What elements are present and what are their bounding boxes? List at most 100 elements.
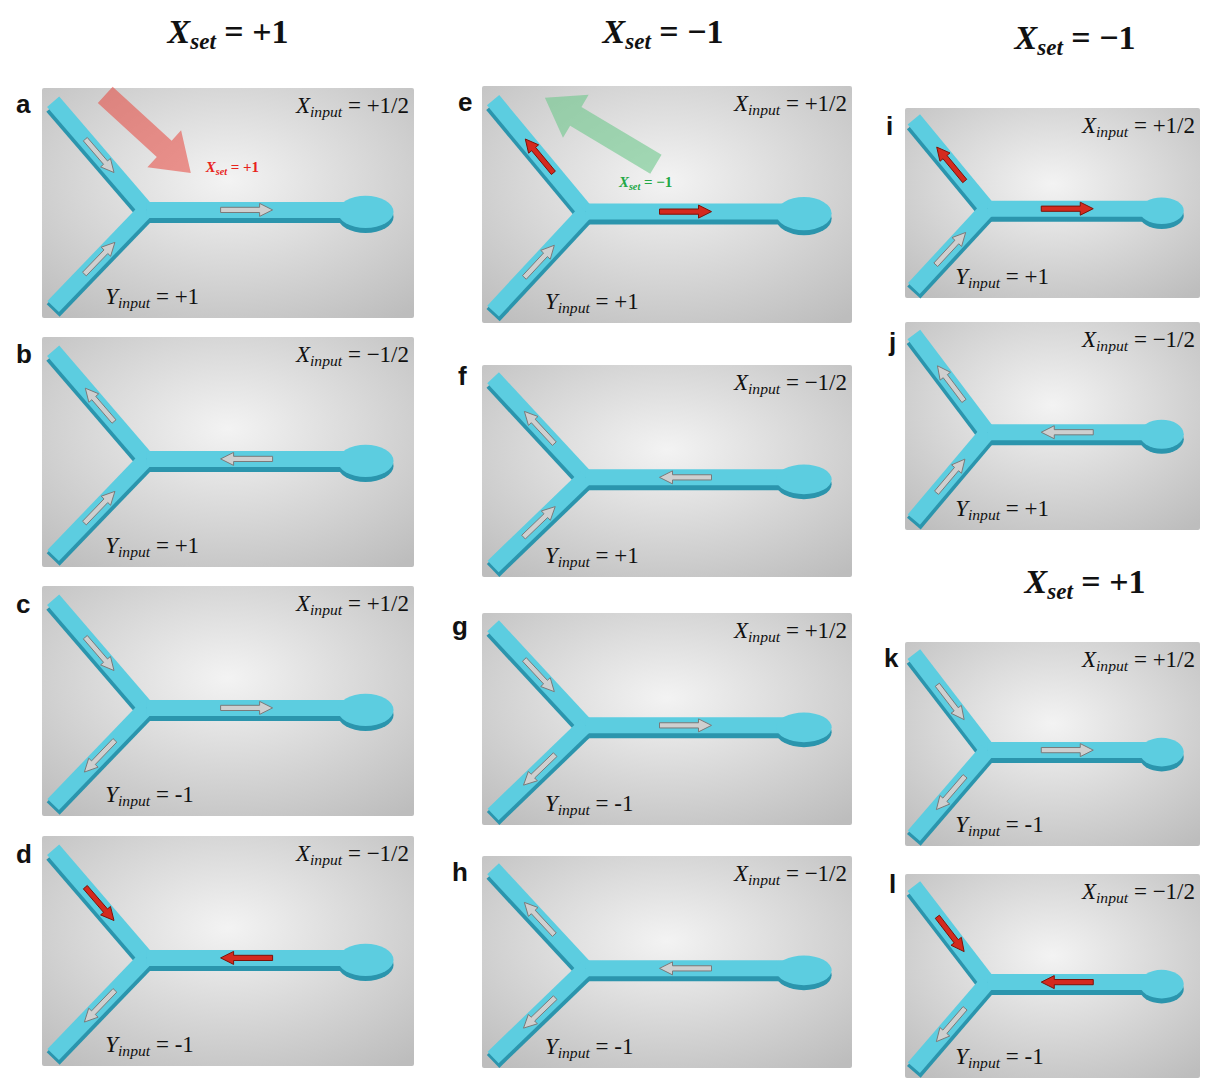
panel-letter: c xyxy=(16,590,30,620)
red-moment-arrow xyxy=(525,139,555,175)
variable-value: = -1 xyxy=(590,791,634,816)
input-label: Yinput = +1 xyxy=(105,533,199,561)
disk-top xyxy=(338,445,394,477)
disk-top xyxy=(338,196,394,228)
disk-top xyxy=(776,713,832,743)
variable-value: = +1/2 xyxy=(342,93,409,118)
nanowire xyxy=(914,119,1184,292)
wire-top xyxy=(493,869,585,969)
disk-top xyxy=(776,465,832,495)
junction-panel xyxy=(42,836,414,1066)
panel-background xyxy=(42,88,414,318)
wire-top xyxy=(586,469,786,485)
grey-moment-arrow xyxy=(1041,744,1093,757)
disk-top xyxy=(338,944,394,976)
grey-moment-arrow xyxy=(524,411,556,445)
input-label: Yinput = +1 xyxy=(955,496,1049,524)
panel-letter: k xyxy=(884,644,898,674)
variable-value: = -1 xyxy=(150,1032,194,1057)
variable-subscript: set xyxy=(190,28,216,54)
variable-subscript: input xyxy=(748,380,780,397)
junction-panel xyxy=(42,87,414,318)
input-label: Xinput = +1/2 xyxy=(1082,113,1195,141)
wire-top xyxy=(53,600,146,708)
input-label: Yinput = +1 xyxy=(545,289,639,317)
red-moment-arrow xyxy=(935,915,964,951)
variable-letter: X xyxy=(296,342,310,367)
grey-moment-arrow xyxy=(522,658,554,692)
grey-moment-arrow xyxy=(83,491,115,525)
input-label: Xinput = −1/2 xyxy=(296,342,409,370)
junction-panel xyxy=(905,108,1200,298)
grey-moment-arrow xyxy=(221,701,273,714)
variable-letter: X xyxy=(206,159,216,175)
wire-top xyxy=(586,717,786,733)
variable-value: = -1 xyxy=(590,1034,634,1059)
column-header: Xset = −1 xyxy=(1014,18,1135,61)
red-moment-arrow xyxy=(83,885,114,920)
variable-value: = −1/2 xyxy=(342,841,409,866)
panel-background xyxy=(905,322,1200,530)
variable-value: = +1 xyxy=(150,284,199,309)
variable-letter: X xyxy=(296,591,310,616)
variable-subscript: set xyxy=(216,166,227,177)
grey-moment-arrow xyxy=(524,996,558,1028)
variable-letter: Y xyxy=(105,1032,118,1057)
wire-top xyxy=(988,974,1147,990)
disk-top xyxy=(776,197,832,230)
wire-top xyxy=(146,700,347,716)
red-moment-arrow xyxy=(660,205,712,218)
wire-top xyxy=(914,119,988,208)
variable-letter: Y xyxy=(105,533,118,558)
nanowire xyxy=(914,334,1184,523)
wire-top xyxy=(914,654,988,750)
input-label: Xinput = +1/2 xyxy=(1082,647,1195,675)
variable-subscript: input xyxy=(118,543,150,560)
variable-letter: Y xyxy=(955,812,968,837)
variable-letter: X xyxy=(1082,113,1096,138)
wire-top xyxy=(146,202,347,218)
variable-subscript: input xyxy=(1096,889,1128,906)
variable-value: = +1 xyxy=(590,289,639,314)
grey-moment-arrow xyxy=(84,739,116,773)
wire-top xyxy=(493,968,585,1057)
variable-letter: X xyxy=(1082,647,1096,672)
wire-top xyxy=(493,725,585,814)
variable-value: = -1 xyxy=(1000,1044,1044,1069)
panel-letter: b xyxy=(16,340,32,370)
variable-value: = +1 xyxy=(150,533,199,558)
variable-subscript: set xyxy=(1037,34,1063,60)
panel-background xyxy=(42,586,414,816)
variable-value: = +1/2 xyxy=(1128,647,1195,672)
variable-letter: X xyxy=(734,370,748,395)
grey-moment-arrow xyxy=(522,507,556,539)
variable-value: = −1 xyxy=(1063,19,1136,56)
variable-subscript: input xyxy=(118,294,150,311)
input-label: Xinput = +1/2 xyxy=(296,591,409,619)
wire-top xyxy=(988,201,1147,217)
variable-letter: Y xyxy=(955,264,968,289)
grey-moment-arrow xyxy=(660,962,712,975)
wire-top xyxy=(53,351,146,459)
input-label: Xinput = +1/2 xyxy=(734,91,847,119)
variable-value: = +1 xyxy=(590,543,639,568)
grey-moment-arrow xyxy=(83,635,114,670)
input-label: Xinput = −1/2 xyxy=(1082,327,1195,355)
grey-moment-arrow xyxy=(524,902,556,936)
variable-letter: X xyxy=(619,174,629,190)
red-moment-arrow xyxy=(221,951,273,964)
variable-subscript: input xyxy=(118,1042,150,1059)
input-label: Xinput = +1/2 xyxy=(296,93,409,121)
variable-letter: X xyxy=(602,13,625,50)
input-label: Xinput = +1/2 xyxy=(734,618,847,646)
input-label: Xinput = −1/2 xyxy=(734,861,847,889)
grey-moment-arrow xyxy=(936,775,967,810)
input-label: Xinput = −1/2 xyxy=(734,370,847,398)
variable-letter: X xyxy=(734,91,748,116)
variable-subscript: input xyxy=(1096,123,1128,140)
wire-top xyxy=(586,960,786,976)
grey-moment-arrow xyxy=(221,452,273,465)
grey-moment-arrow xyxy=(524,753,558,785)
variable-subscript: set xyxy=(1047,578,1073,604)
variable-value: = -1 xyxy=(150,782,194,807)
